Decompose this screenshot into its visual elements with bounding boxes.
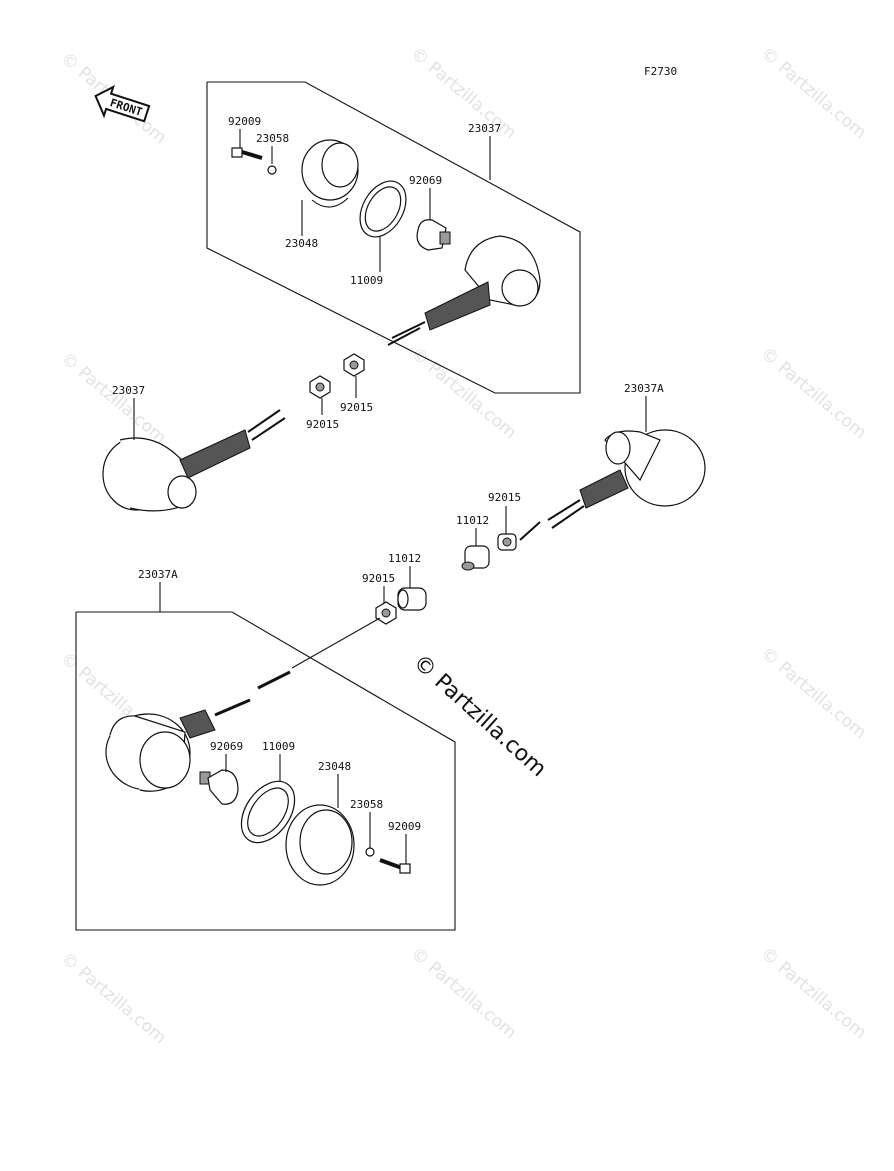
lower-signal-assembly (105, 670, 291, 792)
middle-left-nut-b (343, 353, 365, 377)
label-lower-lens: 23048 (318, 760, 351, 773)
label-middle-right-collar: 11012 (456, 514, 489, 527)
front-arrow-icon: FRONT (94, 85, 151, 123)
label-lower-washer: 23058 (350, 798, 383, 811)
middle-left-nut-a (309, 375, 331, 399)
lower-mid-nut (375, 601, 397, 625)
lower-group-boundary (75, 611, 456, 931)
watermark-8: © Partzilla.com (757, 644, 870, 744)
upper-gasket (359, 180, 407, 238)
watermark-2: © Partzilla.com (407, 44, 520, 144)
middle-right-collar (461, 545, 490, 571)
watermarks: © Partzilla.com © Partzilla.com © Partzi… (57, 44, 870, 1049)
label-upper-bulb: 92069 (409, 174, 442, 187)
label-upper-lens: 23048 (285, 237, 318, 250)
label-upper-washer: 23058 (256, 132, 289, 145)
label-upper-assembly: 23037 (468, 122, 501, 135)
label-middle-left-nut-a: 92015 (306, 418, 339, 431)
middle-left-signal-assembly (102, 409, 286, 512)
label-lower-mid-collar: 11012 (388, 552, 421, 565)
label-upper-screw: 92009 (228, 115, 261, 128)
label-lower-screw: 92009 (388, 820, 421, 833)
lower-wire-leader (291, 617, 381, 669)
watermark-4: © Partzilla.com (57, 349, 170, 449)
upper-group-boundary (206, 81, 581, 394)
label-upper-gasket: 11009 (350, 274, 383, 287)
label-middle-right-assembly: 23037A (624, 382, 664, 395)
watermark-center: © Partzilla.com (408, 650, 551, 782)
middle-right-signal-assembly (519, 429, 706, 541)
label-lower-assembly: 23037A (138, 568, 178, 581)
middle-right-nut (497, 533, 517, 551)
lower-lens (285, 804, 355, 886)
watermark-6: © Partzilla.com (757, 344, 870, 444)
upper-washer (267, 165, 277, 175)
upper-lens-housing (301, 139, 359, 208)
upper-bulb (416, 219, 451, 251)
lower-screw (379, 858, 411, 874)
lower-mid-collar (397, 587, 427, 611)
label-lower-bulb: 92069 (210, 740, 243, 753)
upper-screw (231, 147, 263, 160)
lower-gasket (240, 780, 296, 844)
watermark-3: © Partzilla.com (757, 44, 870, 144)
lower-washer (365, 847, 375, 857)
watermark-11: © Partzilla.com (757, 944, 870, 1044)
watermark-9: © Partzilla.com (57, 949, 170, 1049)
label-middle-left-nut-b: 92015 (340, 401, 373, 414)
label-middle-right-nut: 92015 (488, 491, 521, 504)
watermark-10: © Partzilla.com (407, 944, 520, 1044)
upper-signal-assembly (387, 235, 541, 346)
lower-bulb (199, 769, 239, 805)
label-middle-left-assembly: 23037 (112, 384, 145, 397)
label-lower-mid-nut: 92015 (362, 572, 395, 585)
label-lower-gasket: 11009 (262, 740, 295, 753)
figure-code: F2730 (644, 65, 677, 78)
